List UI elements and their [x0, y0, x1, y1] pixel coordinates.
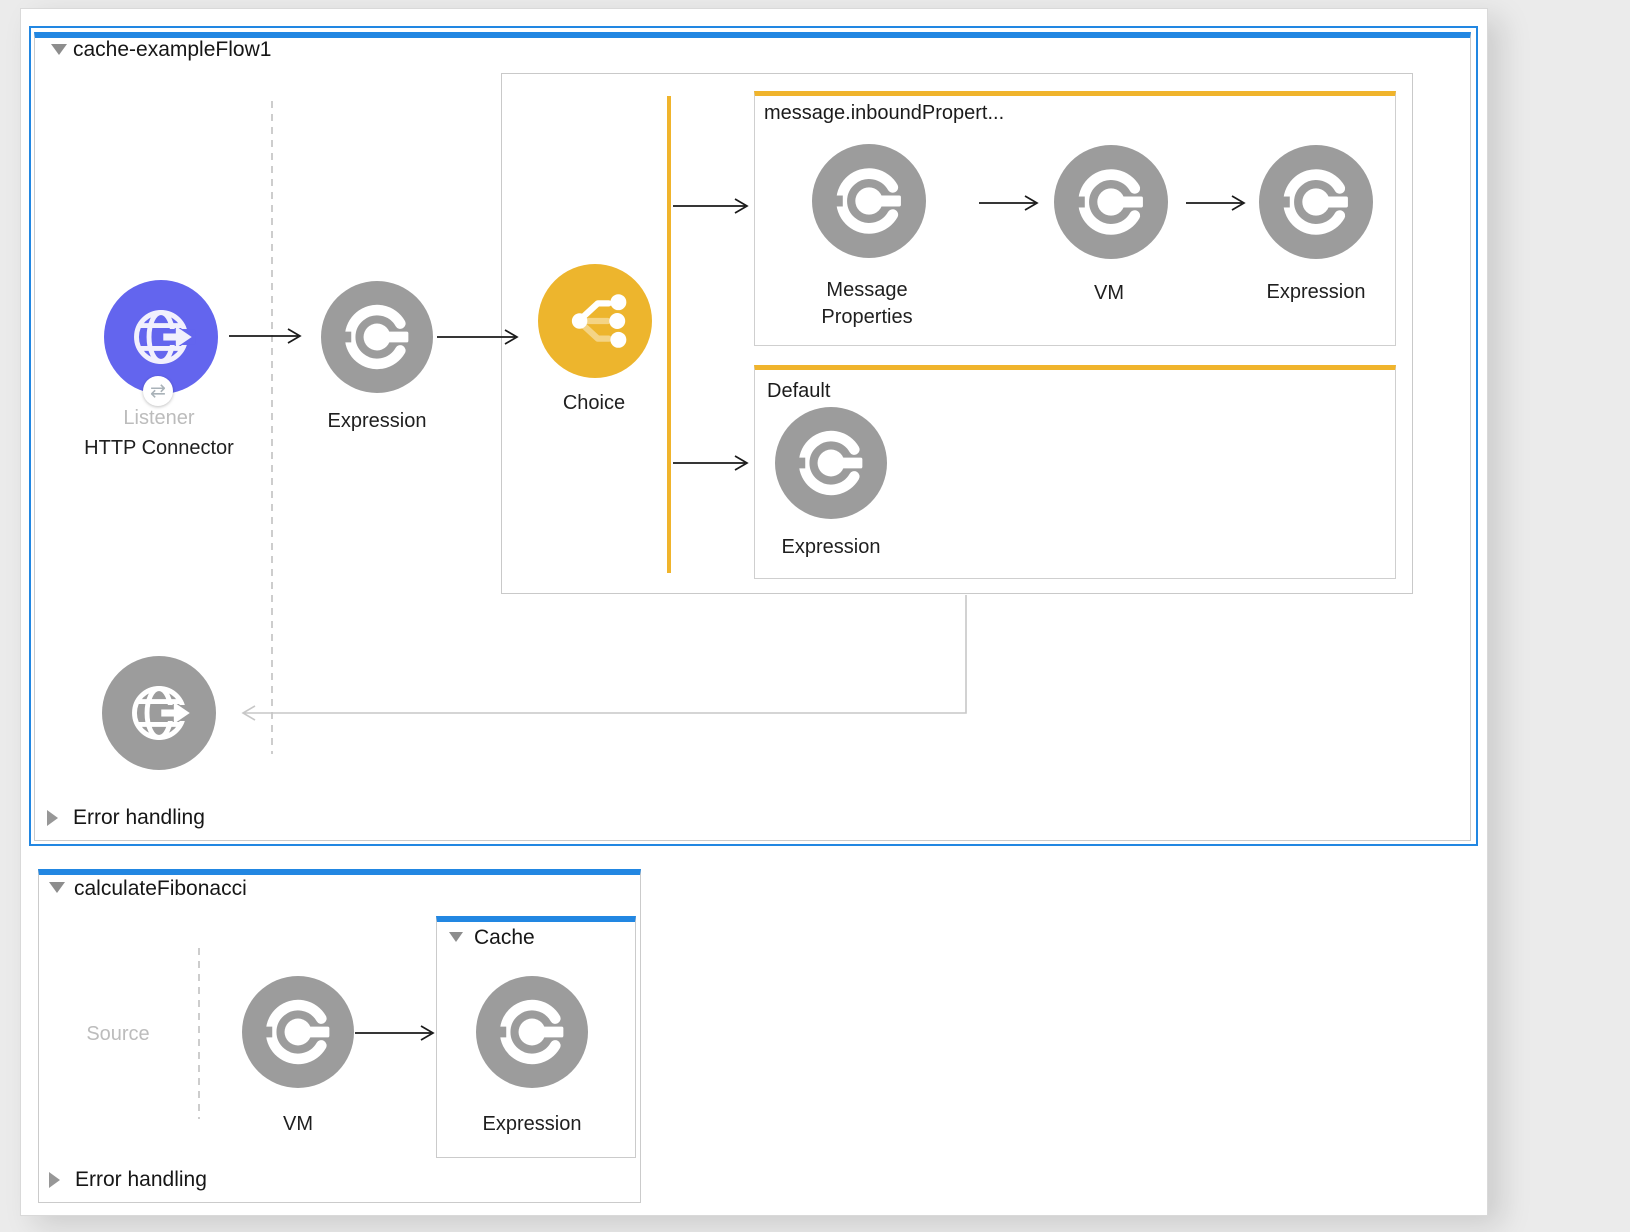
cache-scope-label: Cache: [474, 926, 535, 949]
http-response-globe-icon[interactable]: [102, 656, 216, 770]
error-handling-label: Error handling: [75, 1168, 207, 1191]
message-properties-component-icon[interactable]: [812, 144, 926, 258]
expression-label: Expression: [781, 536, 881, 558]
error-handling-toggle-icon[interactable]: [47, 810, 58, 826]
expression-component-icon[interactable]: [321, 281, 433, 393]
flow-title: cache-exampleFlow1: [73, 38, 272, 61]
expression-label: Expression: [1266, 281, 1366, 303]
choice-router-icon[interactable]: [538, 264, 652, 378]
mule-flow-canvas[interactable]: cache-exampleFlow1 message.inboundProper…: [20, 8, 1488, 1216]
collapse-scope-toggle-icon[interactable]: [449, 932, 463, 942]
expression-label: Expression: [482, 1113, 582, 1135]
error-handling-toggle-icon[interactable]: [49, 1172, 60, 1188]
expression-component-icon[interactable]: [775, 407, 887, 519]
vm-label: VM: [1094, 282, 1124, 304]
expression-component-icon[interactable]: [476, 976, 588, 1088]
error-handling-label: Error handling: [73, 806, 205, 829]
vm-component-icon[interactable]: [1054, 145, 1168, 259]
flow-body: [34, 32, 1471, 841]
message-properties-label: Message Properties: [821, 279, 913, 328]
http-connector-label: HTTP Connector: [84, 437, 234, 459]
expression-label: Expression: [327, 410, 427, 432]
vm-component-icon[interactable]: [242, 976, 354, 1088]
default-branch-label: Default: [767, 380, 831, 402]
listener-sublabel: Listener: [123, 407, 195, 429]
choice-label: Choice: [562, 392, 626, 414]
http-listener-icon[interactable]: [104, 280, 218, 394]
exchange-badge-icon: ⇄: [143, 376, 173, 406]
flow-title: calculateFibonacci: [74, 877, 247, 900]
source-placeholder-label: Source: [86, 1023, 150, 1045]
vm-label: VM: [283, 1113, 313, 1135]
choice-router-bar: [667, 96, 671, 573]
collapse-flow-toggle-icon[interactable]: [51, 44, 67, 55]
collapse-flow-toggle-icon[interactable]: [49, 882, 65, 893]
when-condition-label: message.inboundPropert...: [764, 102, 1005, 124]
expression-component-icon[interactable]: [1259, 145, 1373, 259]
